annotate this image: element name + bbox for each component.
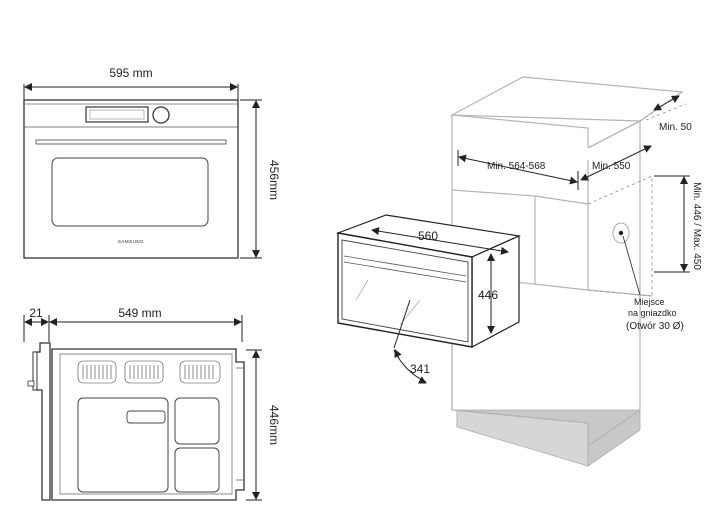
socket-label-line-3: (Otwór 30 Ø): [626, 321, 684, 332]
side-view: 21 549 mm 446mm: [23, 306, 281, 501]
min-depth-dimension: [580, 145, 652, 181]
side-depth-label: 549 mm: [118, 306, 161, 320]
oven-height-label: 446: [478, 288, 498, 302]
oven-width-dimension: [371, 227, 509, 255]
min-top-label: Min. 50: [659, 122, 692, 133]
door-profile: [35, 342, 51, 501]
height-range-label: Min. 446 / Max. 450: [691, 182, 702, 270]
control-display: [85, 106, 149, 123]
socket-hole: [612, 222, 630, 244]
socket-label-line-2: na gniazdko: [628, 308, 677, 318]
socket-leader: [622, 235, 641, 296]
min-depth-label: Min. 550: [592, 161, 631, 172]
width-range-dimension: [458, 154, 578, 185]
side-panel-handle: [126, 410, 166, 424]
oven-width-label: 560: [418, 229, 438, 243]
front-height-label: 456mm: [267, 160, 281, 200]
installation-view: Min. 50 Min. 564-568 Min. 550 Min. 446 /…: [335, 76, 702, 467]
recess-guides: [587, 103, 687, 297]
side-height-label: 446mm: [267, 405, 281, 445]
front-view: 595 mm SAMSUNG 456mm: [23, 66, 281, 259]
side-offset-label: 21: [29, 306, 43, 320]
width-range-label: Min. 564-568: [487, 161, 546, 172]
door-depth-label: 341: [410, 362, 430, 376]
socket-label-line-1: Miejsce: [634, 297, 665, 307]
vent-slots: [77, 360, 221, 384]
front-width-label: 595 mm: [109, 66, 152, 80]
min-top-dimension: [653, 95, 680, 111]
brand-logo: SAMSUNG: [118, 239, 144, 244]
door-window: [51, 157, 209, 227]
side-panel-lower-right: [174, 447, 220, 493]
control-knob: [152, 106, 170, 124]
door-handle: [35, 139, 227, 145]
side-panel-upper-right: [174, 397, 220, 445]
